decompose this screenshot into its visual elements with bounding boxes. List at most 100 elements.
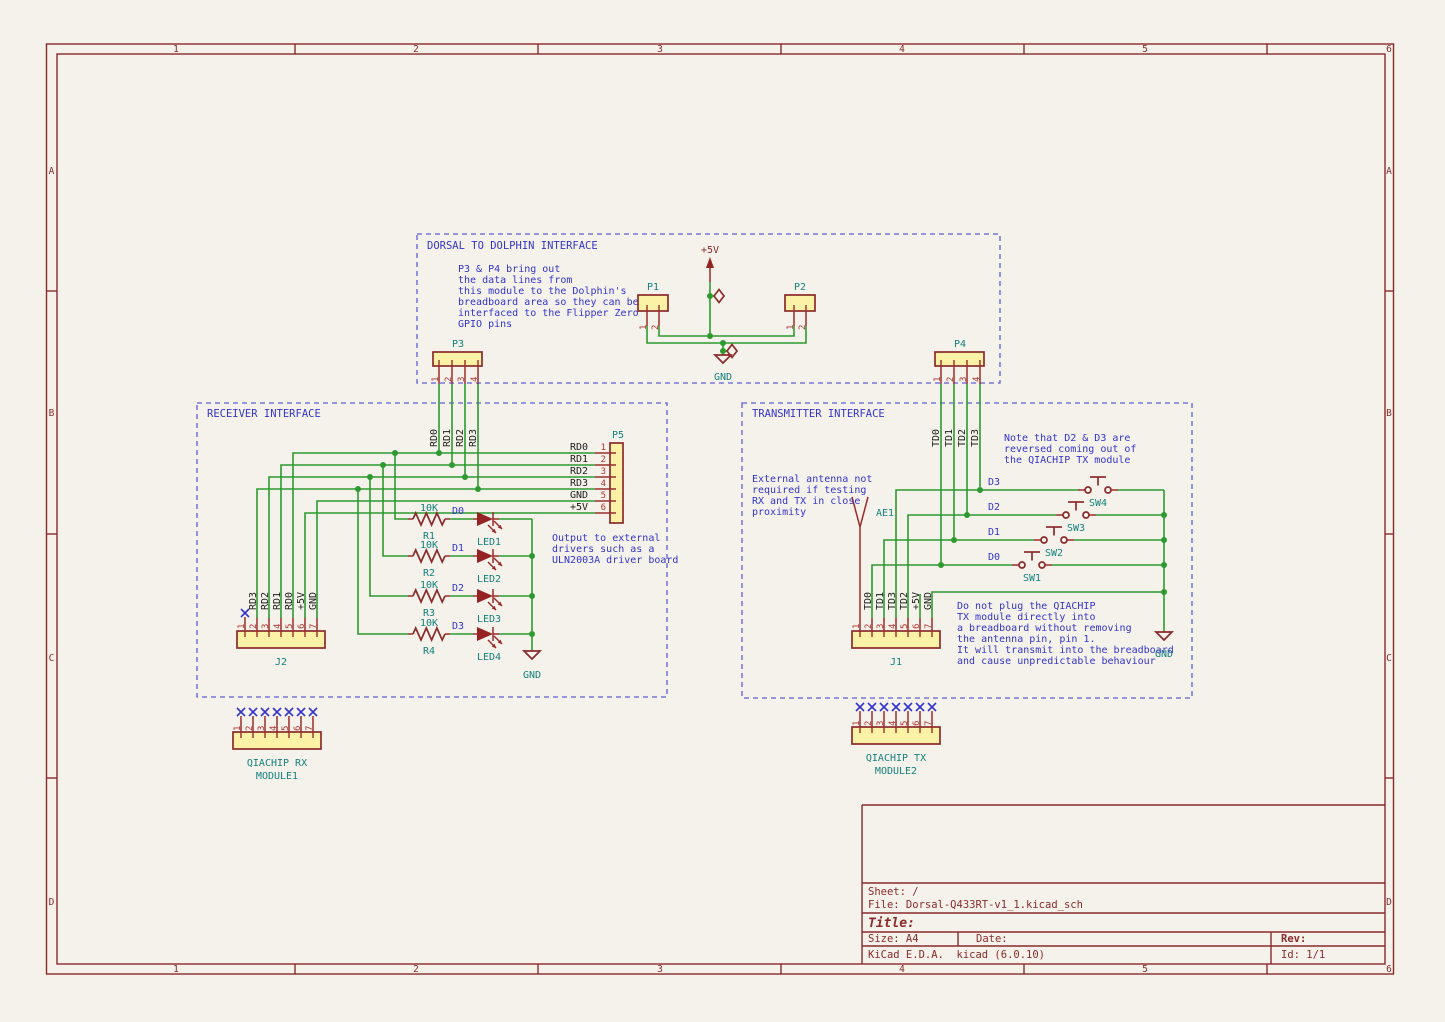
net-label-d3[interactable]: D3 [452, 621, 464, 632]
module-qiachip-rx[interactable]: 1 2 3 4 5 6 7 QIACHIP RX MODULE1 [232, 707, 322, 782]
led-led2[interactable]: LED2 [472, 548, 503, 585]
pin-number: 3 [876, 721, 886, 726]
zone-col: 3 [657, 964, 663, 975]
led-led1[interactable]: LED1 [472, 511, 503, 548]
led-led4[interactable]: LED4 [472, 626, 503, 663]
j2-pin-label[interactable]: RD1 [272, 592, 283, 610]
j1-pin-label[interactable]: +5V [911, 592, 922, 610]
switch-sw3[interactable]: SW3 [1055, 501, 1097, 534]
dolphin-interface-section[interactable]: DORSAL TO DOLPHIN INTERFACE P3 & P4 brin… [416, 233, 1001, 384]
transmitter-title: TRANSMITTER INTERFACE [752, 408, 885, 420]
switch-sw2[interactable]: SW2 [1033, 526, 1075, 559]
pin-number: 6 [601, 503, 606, 513]
net-label-d1[interactable]: D1 [988, 527, 1000, 538]
net-label-d2[interactable]: D2 [452, 583, 464, 594]
tx-note-antenna: External antenna not [752, 474, 872, 485]
zone-col: 1 [173, 44, 179, 55]
net-label-td2[interactable]: TD2 [957, 429, 968, 447]
net-label-d0[interactable]: D0 [988, 552, 1000, 563]
net-label-d0[interactable]: D0 [452, 506, 464, 517]
net-label-rd0[interactable]: RD0 [429, 429, 440, 447]
pin-number: 3 [601, 467, 606, 477]
connector-p2[interactable]: P2 1 2 [784, 282, 816, 330]
svg-text:RX and TX in close: RX and TX in close [752, 496, 860, 507]
pin-number: 1 [852, 721, 862, 726]
pin-number: 7 [305, 726, 315, 731]
power-gnd-symbol[interactable]: GND [1155, 631, 1173, 660]
switch-sw1[interactable]: SW1 [1011, 551, 1053, 584]
pin-number: 5 [900, 721, 910, 726]
connector-j1[interactable]: J1 TD0 TD1 TD3 TD2 +5V GND 1 2 3 4 5 6 7 [851, 592, 941, 668]
pin-number: 7 [924, 721, 934, 726]
zone-col: 2 [413, 964, 419, 975]
switch-sw4[interactable]: SW4 [1077, 476, 1119, 509]
net-label-d1[interactable]: D1 [452, 543, 464, 554]
dolphin-wires[interactable] [646, 282, 807, 355]
led-ref: LED2 [477, 574, 501, 585]
svg-text:breadboard area so they can be: breadboard area so they can be [458, 297, 639, 308]
net-label-d3[interactable]: D3 [988, 477, 1000, 488]
zone-col: 5 [1142, 44, 1148, 55]
led-ref: LED4 [477, 652, 501, 663]
net-label-td3[interactable]: TD3 [970, 429, 981, 447]
svg-text:drivers such as a: drivers such as a [552, 544, 654, 555]
p5-label[interactable]: GND [570, 490, 588, 501]
j1-pin-label[interactable]: GND [923, 592, 934, 610]
p5-label[interactable]: RD2 [570, 466, 588, 477]
p5-label[interactable]: RD0 [570, 442, 588, 453]
transmitter-interface-section[interactable]: TRANSMITTER INTERFACE TD0 TD1 TD2 TD3 D3… [741, 384, 1193, 699]
power-gnd-symbol[interactable]: GND [714, 354, 732, 383]
connector-p5[interactable]: P5 RD0 RD1 RD2 RD3 GND +5V 1 2 3 4 5 6 [570, 430, 624, 524]
pin-number: 1 [233, 726, 243, 731]
j1-pin-label[interactable]: TD3 [887, 592, 898, 610]
pin-number: 2 [245, 726, 255, 731]
net-label-d2[interactable]: D2 [988, 502, 1000, 513]
titleblock-date: Date: [976, 933, 1008, 945]
net-label-td1[interactable]: TD1 [944, 429, 955, 447]
connector-p1[interactable]: P1 1 2 [637, 282, 669, 330]
j1-pin-label[interactable]: TD2 [899, 592, 910, 610]
j2-pin-label[interactable]: RD0 [284, 592, 295, 610]
resistor-ref: R2 [423, 568, 435, 579]
power-5v-symbol[interactable]: +5V [701, 245, 719, 282]
connector-ref: P5 [612, 430, 624, 441]
receiver-interface-section[interactable]: RECEIVER INTERFACE RD0 RD1 RD2 RD3 10K R… [196, 384, 678, 698]
net-label-rd3[interactable]: RD3 [468, 429, 479, 447]
pin-number: 3 [257, 726, 267, 731]
j1-pin-label[interactable]: TD0 [863, 592, 874, 610]
j1-pin-label[interactable]: TD1 [875, 592, 886, 610]
p5-label[interactable]: +5V [570, 502, 588, 513]
connector-ref: P2 [794, 282, 806, 293]
zone-col: 6 [1386, 964, 1392, 975]
pwr-flag-icon[interactable] [713, 288, 725, 304]
p5-label[interactable]: RD3 [570, 478, 588, 489]
j2-pin-label[interactable]: GND [308, 592, 319, 610]
j2-pin-label[interactable]: +5V [296, 592, 307, 610]
connector-p4[interactable]: P4 1 2 3 4 [933, 339, 985, 384]
module-qiachip-tx[interactable]: 1 2 3 4 5 6 7 QIACHIP TX MODULE2 [851, 702, 941, 777]
connector-ref: P3 [452, 339, 464, 350]
no-connect-icon [284, 707, 294, 717]
tx-note-reversed: Note that D2 & D3 are [1004, 433, 1130, 444]
antenna-ae1[interactable]: AE1 [851, 496, 894, 631]
net-label-rd1[interactable]: RD1 [442, 429, 453, 447]
pin-number: 3 [261, 624, 271, 629]
module-ref: MODULE2 [875, 766, 917, 777]
j2-pin-label[interactable]: RD2 [260, 592, 271, 610]
connector-p3[interactable]: P3 1 2 3 4 [431, 339, 483, 384]
resistor-r1[interactable]: 10K R1 [407, 503, 451, 542]
titleblock-rev: Rev: [1281, 933, 1306, 945]
svg-text:this module to the Dolphin's: this module to the Dolphin's [458, 286, 627, 297]
p5-label[interactable]: RD1 [570, 454, 588, 465]
resistor-r4[interactable]: 10K R4 [407, 618, 451, 657]
resistor-r3[interactable]: 10K R3 [407, 580, 451, 619]
j2-pin-label[interactable]: RD3 [248, 592, 259, 610]
led-led3[interactable]: LED3 [472, 588, 503, 625]
resistor-r2[interactable]: 10K R2 [407, 540, 451, 579]
connector-j2[interactable]: J2 RD3 RD2 RD1 RD0 +5V GND 1 2 3 4 5 6 7 [236, 592, 326, 668]
net-label-td0[interactable]: TD0 [931, 429, 942, 447]
net-label-rd2[interactable]: RD2 [455, 429, 466, 447]
power-gnd-symbol[interactable]: GND [523, 650, 541, 681]
resistor-ref: R3 [423, 608, 435, 619]
